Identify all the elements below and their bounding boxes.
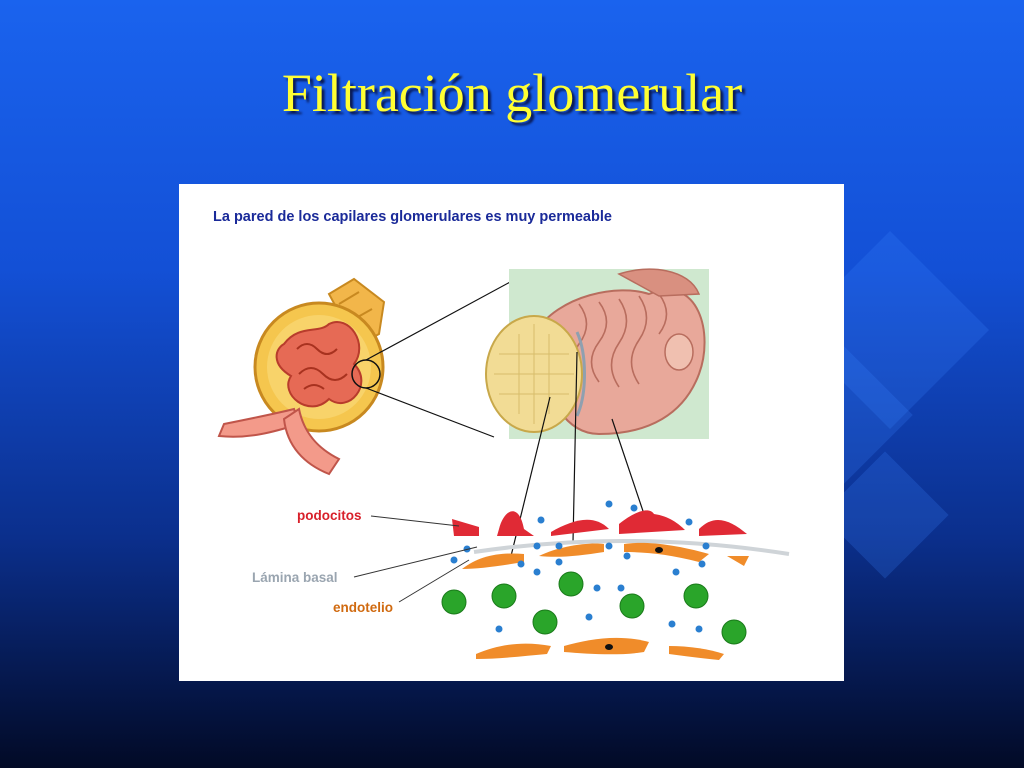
glomerulus-illustration <box>217 277 386 476</box>
figure-caption: La pared de los capilares glomerulares e… <box>213 209 612 225</box>
filtration-barrier-diagram <box>441 500 790 660</box>
figure-panel: La pared de los capilares glomerulares e… <box>179 184 844 681</box>
figure-illustration <box>217 268 790 660</box>
slide-title: Filtración glomerular <box>281 63 743 123</box>
label-endothelium: endotelio <box>333 600 393 615</box>
label-podocytes: podocitos <box>297 508 362 523</box>
capillary-3d-illustration <box>485 268 709 439</box>
label-basal-lamina: Lámina basal <box>252 570 338 585</box>
